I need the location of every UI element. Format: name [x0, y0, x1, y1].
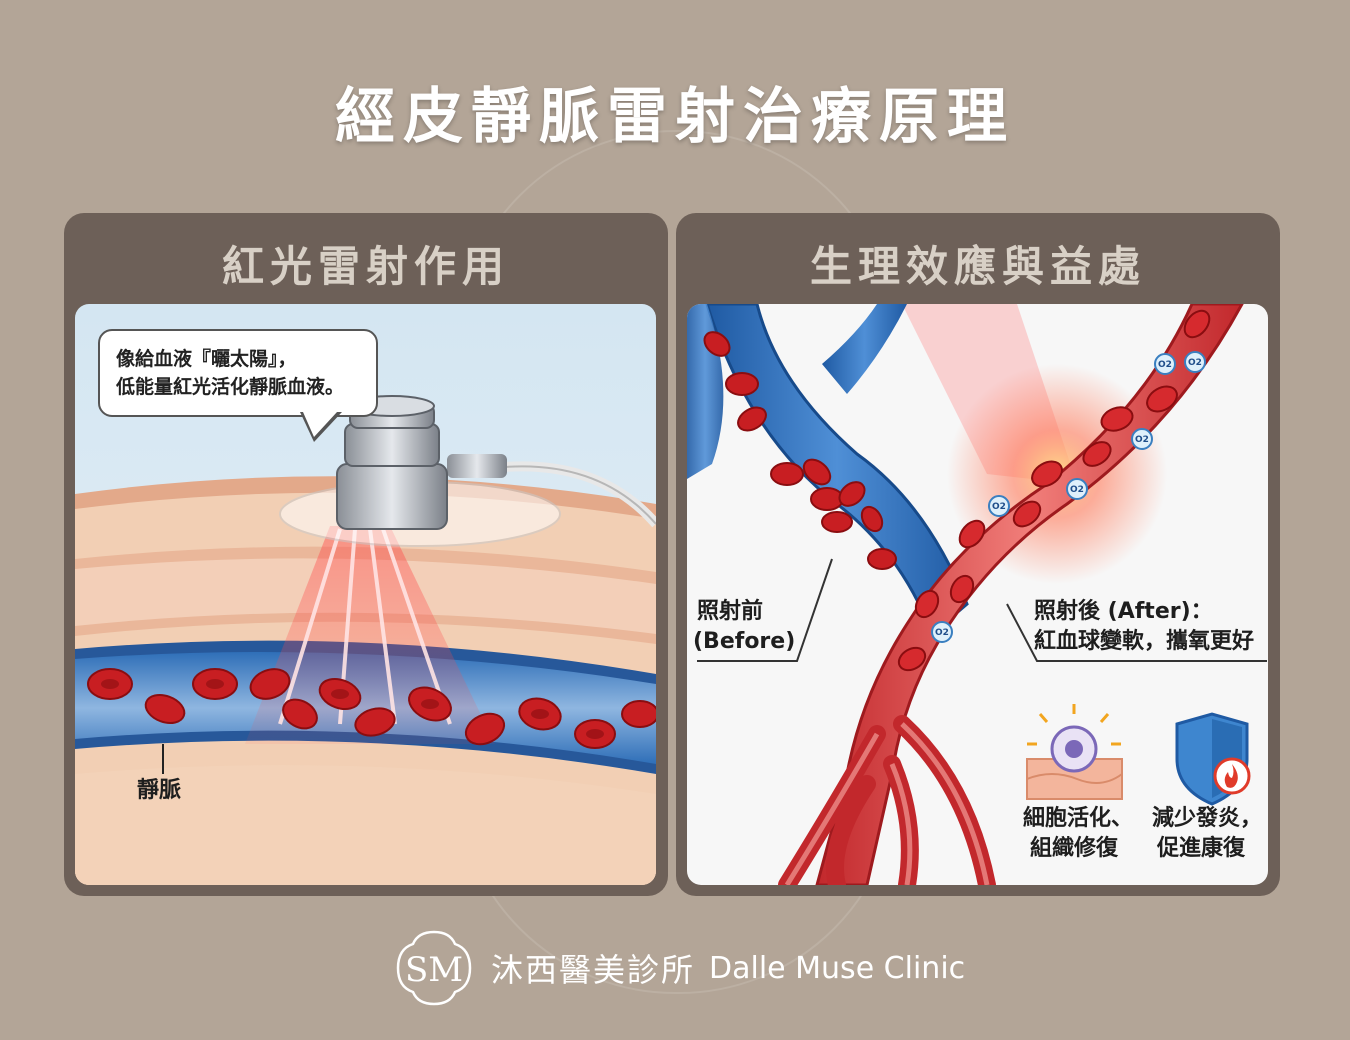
flexible-blood-cells — [897, 309, 1211, 672]
laser-illustration-svg — [75, 304, 656, 885]
bubble-tail-fill — [303, 412, 337, 437]
logo-letters: SM — [405, 950, 463, 990]
after-callout-line — [1006, 603, 1267, 662]
o2-label: O2 — [1070, 485, 1084, 495]
clinic-footer: SM 沐西醫美診所 Dalle Muse Clinic — [395, 928, 965, 1008]
capillary-highlights — [784, 722, 990, 885]
o2-label: O2 — [1158, 360, 1172, 370]
o2-label: O2 — [935, 628, 949, 638]
bubble-line-2: 低能量紅光活化靜脈血液。 — [116, 376, 345, 398]
o2-label: O2 — [1135, 435, 1149, 445]
benefit-2-line-2: 促進康復 — [1157, 836, 1246, 861]
effects-heading: 生理效應與益處 — [809, 242, 1146, 291]
lower-tissue — [75, 765, 656, 885]
clinic-name-chinese: 沐西醫美診所 — [491, 951, 696, 989]
speech-bubble: 像給血液『曬太陽』， 低能量紅光活化靜脈血液。 — [98, 329, 378, 417]
before-callout-line — [697, 558, 833, 662]
blood-cells — [87, 668, 656, 749]
laser-illustration: 像給血液『曬太陽』， 低能量紅光活化靜脈血液。 靜脈 — [75, 304, 656, 885]
anti-inflammation-shield-icon — [1175, 712, 1251, 806]
before-label-line-2: (Before) — [693, 629, 796, 654]
o2-label: O2 — [992, 502, 1006, 512]
device-cable-edge — [484, 465, 656, 525]
effects-illustration-svg: O2 O2 O2 O2 O2 O2 — [687, 304, 1268, 885]
laser-effect-heading: 紅光雷射作用 — [221, 242, 510, 291]
vein-label: 靜脈 — [137, 778, 182, 803]
blood-cell-centers — [101, 679, 604, 739]
vein-branch-top — [822, 304, 907, 394]
benefit-1-line-2: 組織修復 — [1030, 836, 1119, 861]
effects-illustration: O2 O2 O2 O2 O2 O2 — [687, 304, 1268, 885]
clustered-blood-cells — [703, 331, 897, 570]
o2-label: O2 — [1188, 358, 1202, 368]
clinic-logo-icon: SM — [396, 930, 472, 1006]
device-middle — [344, 423, 440, 467]
effects-card: 生理效應與益處 — [676, 213, 1280, 896]
after-label-line-1: 照射後 (After)： — [1034, 599, 1213, 624]
laser-effect-card: 紅光雷射作用 — [64, 213, 668, 896]
after-label-line-2: 紅血球變軟，攜氧更好 — [1034, 629, 1255, 654]
oxygen-bubbles — [931, 351, 1206, 643]
device-connector — [447, 454, 507, 478]
page-title: 經皮靜脈雷射治療原理 — [335, 82, 1015, 152]
benefit-2-line-1: 減少發炎， — [1152, 806, 1263, 831]
device-base — [336, 463, 448, 530]
before-label-line-1: 照射前 — [697, 599, 764, 624]
oxygen-labels: O2 O2 O2 O2 O2 O2 — [935, 358, 1202, 638]
cell-activation-icon — [1026, 704, 1123, 800]
bubble-line-1: 像給血液『曬太陽』， — [116, 348, 297, 370]
clinic-name-english: Dalle Muse Clinic — [709, 950, 966, 986]
benefit-1-line-1: 細胞活化、 — [1023, 806, 1134, 831]
